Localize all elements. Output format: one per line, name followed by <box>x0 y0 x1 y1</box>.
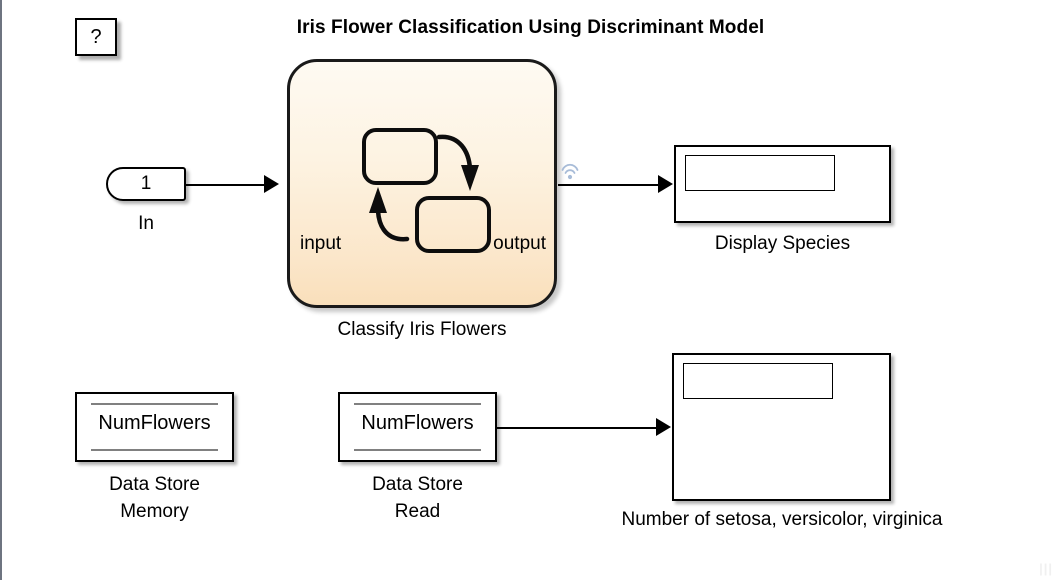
arrowhead-chart-input <box>264 175 279 193</box>
data-store-memory-rule-bottom <box>91 449 218 451</box>
inport-block[interactable]: 1 <box>106 167 186 201</box>
corner-watermark: ||| <box>1039 561 1053 576</box>
state-top-left <box>362 128 438 185</box>
arrowhead-display-species-input <box>658 175 673 193</box>
data-store-memory-rule-top <box>91 403 218 405</box>
display-species-value <box>685 155 835 191</box>
chart-output-port-label: output <box>493 233 546 254</box>
display-counts-value <box>683 363 833 399</box>
data-store-read-caption-line2: Read <box>394 501 441 522</box>
inport-number: 1 <box>140 173 152 194</box>
chart-caption: Classify Iris Flowers <box>337 319 507 340</box>
data-store-read-rule-top <box>354 403 481 405</box>
data-store-memory-block[interactable]: NumFlowers <box>75 392 234 462</box>
display-species-caption: Display Species <box>714 233 851 254</box>
signal-line-read-to-display[interactable] <box>497 427 656 429</box>
data-store-read-variable: NumFlowers <box>361 412 474 434</box>
model-help-block[interactable]: ? <box>75 18 117 56</box>
data-store-memory-caption-line2: Memory <box>120 501 189 522</box>
page-title: Iris Flower Classification Using Discrim… <box>296 17 765 38</box>
signal-logging-icon[interactable] <box>560 161 580 181</box>
display-species-block[interactable] <box>674 145 891 223</box>
question-mark-icon: ? <box>90 25 102 48</box>
display-counts-caption: Number of setosa, versicolor, virginica <box>621 509 943 530</box>
chart-input-port-label: input <box>300 233 342 254</box>
stateflow-chart-block[interactable]: input output <box>287 59 557 308</box>
data-store-read-block[interactable]: NumFlowers <box>338 392 497 462</box>
signal-line-chart-to-display[interactable] <box>558 184 658 186</box>
data-store-memory-variable: NumFlowers <box>98 412 211 434</box>
data-store-read-caption-line1: Data Store <box>372 474 463 495</box>
data-store-memory-caption-line1: Data Store <box>109 474 200 495</box>
arrowhead-display-counts-input <box>656 418 671 436</box>
data-store-read-rule-bottom <box>354 449 481 451</box>
state-bottom-right <box>415 196 491 253</box>
display-counts-block[interactable] <box>672 353 891 501</box>
inport-caption: In <box>138 213 154 234</box>
signal-line-in-to-chart[interactable] <box>186 184 264 186</box>
